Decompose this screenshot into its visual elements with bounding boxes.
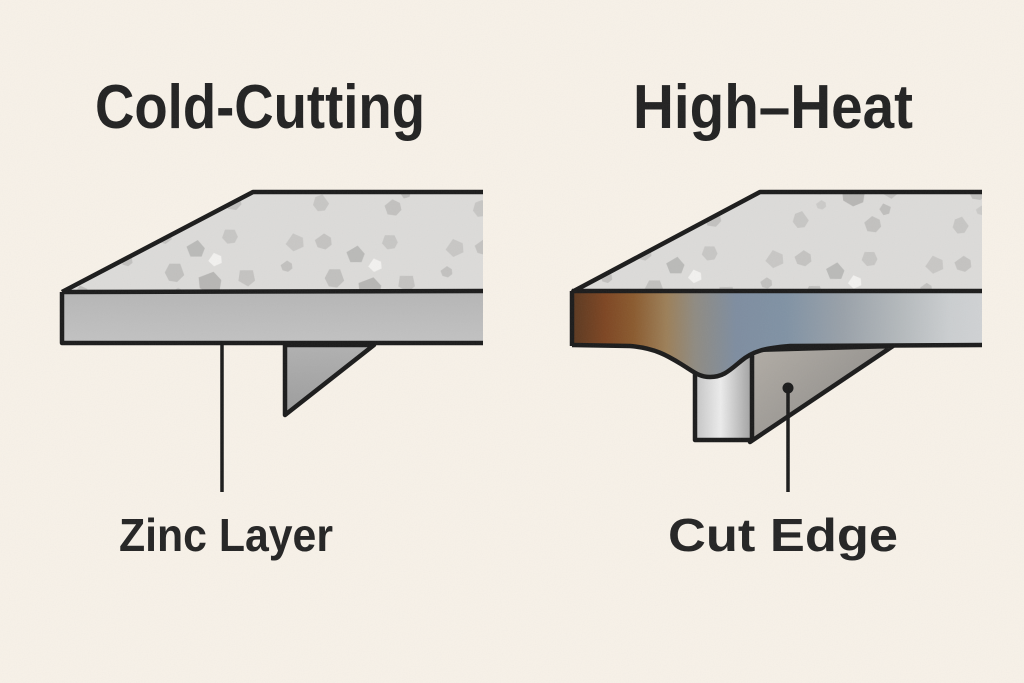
grain-overlay bbox=[0, 0, 1024, 683]
infographic-canvas: Cold-Cutting High–Heat Zinc Layer Cut Ed… bbox=[0, 0, 1024, 683]
